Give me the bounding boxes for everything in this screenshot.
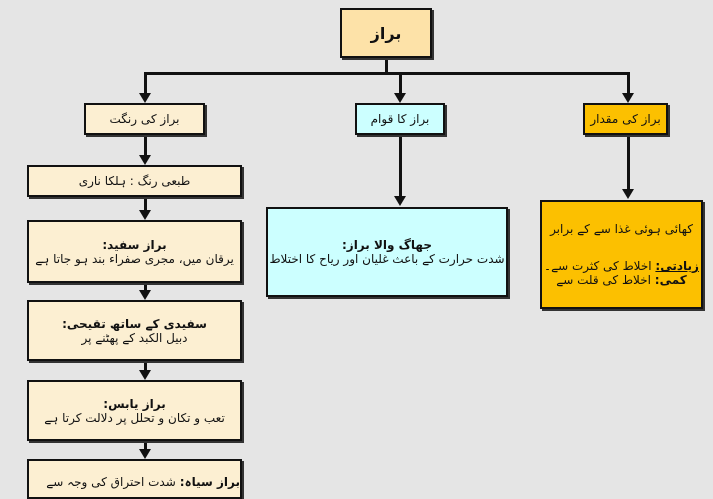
- frothy-stool-node: جھاگ والا براز: شدت حرارت کے باعث غلیان …: [266, 207, 508, 297]
- arrow-icon: [394, 196, 406, 206]
- color-branch-node: براز کی رنگت: [84, 103, 205, 135]
- white-pus-node: سفیدی کے ساتھ تقیحی: دبیل الکبد کے پھٹنے…: [27, 300, 242, 361]
- node-heading: جھاگ والا براز:: [341, 238, 433, 252]
- node-text: تعب و تکان و تحلل پر دلالت کرتا ہے: [44, 410, 225, 425]
- deficit-label: کمی:: [654, 273, 687, 288]
- node-heading: براز سفید:: [102, 237, 167, 252]
- node-text: کھائی ہوئی غذا سے کے برابر: [550, 221, 693, 236]
- connector: [385, 58, 388, 74]
- connector: [144, 441, 147, 450]
- connector: [627, 135, 630, 190]
- node-heading: براز سیاہ:: [179, 474, 240, 489]
- connector: [144, 283, 147, 291]
- root-node: براز: [340, 8, 432, 58]
- arrow-icon: [139, 290, 151, 300]
- connector: [627, 72, 630, 94]
- quantity-branch-node: براز کی مقدار: [583, 103, 668, 135]
- arrow-icon: [139, 449, 151, 459]
- dry-stool-node: براز یابس: تعب و تکان و تحلل پر دلالت کر…: [27, 380, 242, 441]
- node-text: دبیل الکبد کے پھٹنے پر: [81, 330, 188, 345]
- excess-label: زیادتی:: [655, 259, 699, 274]
- node-text: یرقان میں، مجری صفراء بند ہو جاتا ہے: [35, 251, 234, 266]
- arrow-icon: [139, 93, 151, 103]
- consistency-branch-node: براز کا قوام: [355, 103, 445, 135]
- natural-color-node: طبعی رنگ : ہلکا ناری: [27, 165, 242, 197]
- connector: [399, 135, 402, 197]
- arrow-icon: [622, 189, 634, 199]
- node-text: شدت احتراق کی وجہ سے: [46, 474, 176, 489]
- white-stool-node: براز سفید: یرقان میں، مجری صفراء بند ہو …: [27, 220, 242, 283]
- black-stool-node: براز سیاہ: شدت احتراق کی وجہ سے: [27, 459, 242, 499]
- deficit-text: اخلاط کی قلت سے: [556, 273, 651, 288]
- connector: [144, 361, 147, 371]
- quantity-detail-node: کھائی ہوئی غذا سے کے برابر زیادتی: اخلاط…: [540, 200, 703, 309]
- connector: [144, 135, 147, 157]
- arrow-icon: [394, 93, 406, 103]
- node-text: شدت حرارت کے باعث غلیان اور ریاح کا اختل…: [269, 252, 505, 266]
- node-heading: سفیدی کے ساتھ تقیحی:: [62, 316, 207, 331]
- connector: [144, 72, 147, 94]
- arrow-icon: [139, 370, 151, 380]
- arrow-icon: [139, 210, 151, 220]
- arrow-icon: [622, 93, 634, 103]
- connector: [399, 72, 402, 94]
- excess-text: اخلاط کی کثرت سے۔: [544, 259, 652, 274]
- arrow-icon: [139, 155, 151, 165]
- connector: [144, 72, 630, 75]
- connector: [144, 197, 147, 212]
- node-heading: براز یابس:: [103, 396, 166, 411]
